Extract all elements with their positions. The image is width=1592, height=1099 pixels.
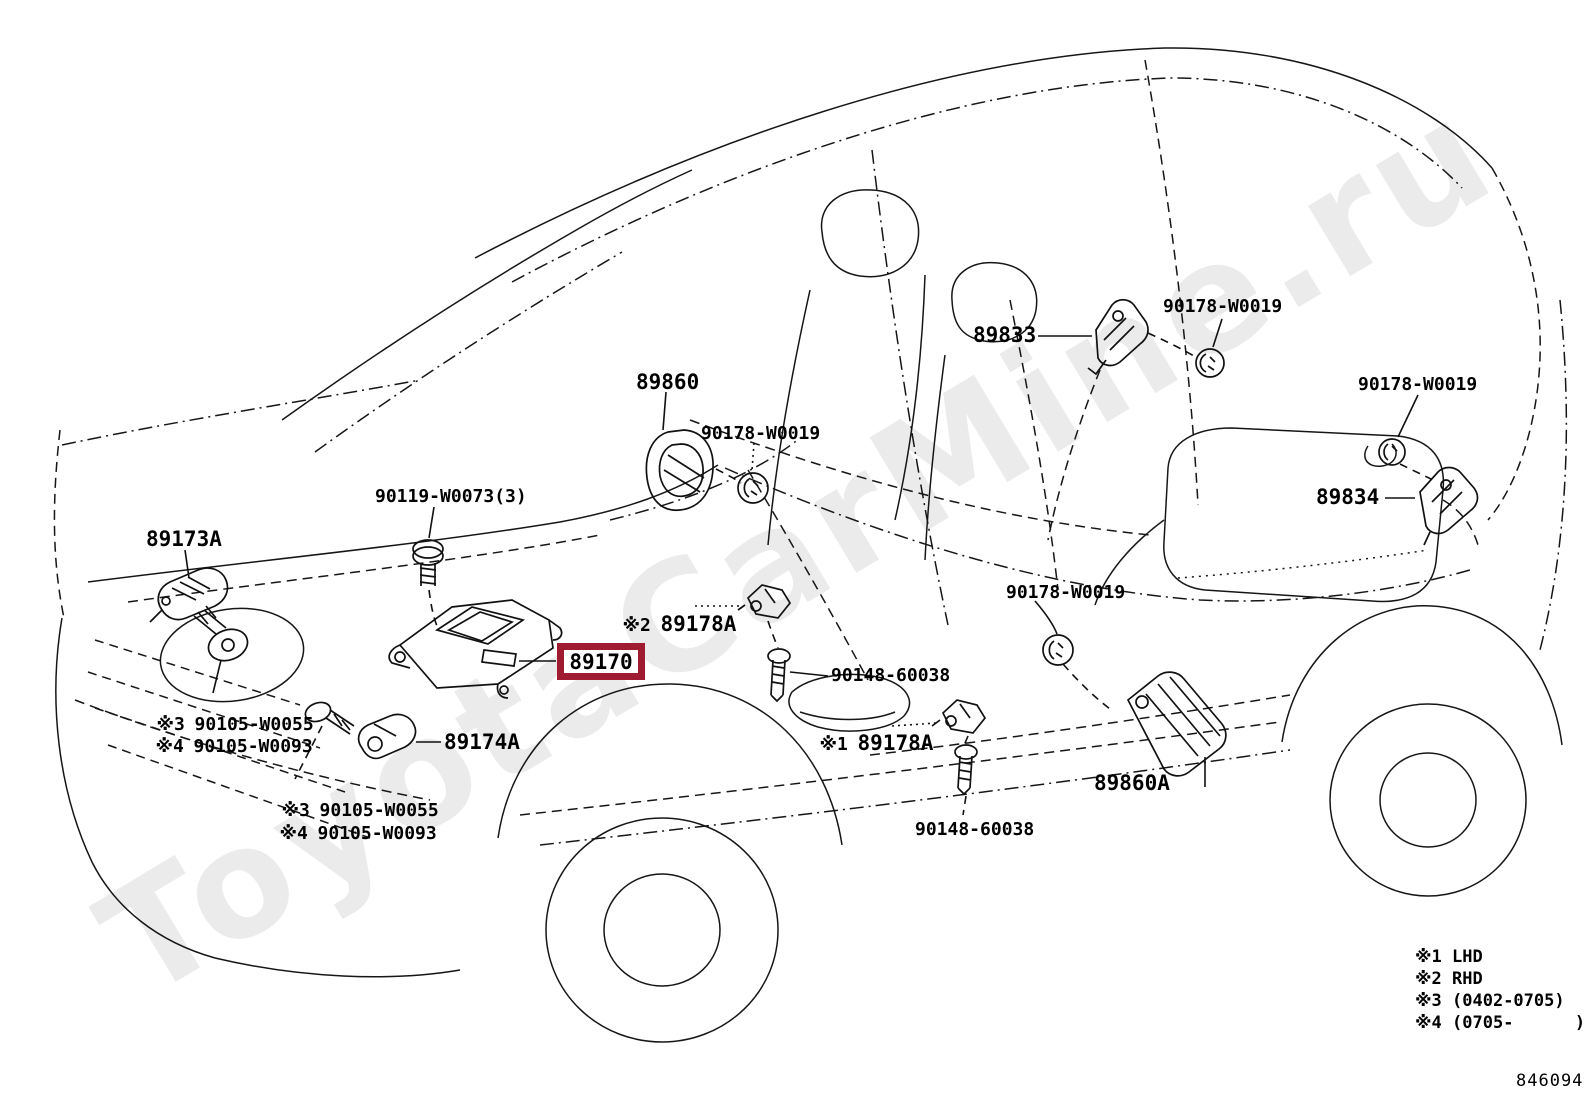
part-label-90105-w0093-left: ※4 90105-W0093 (155, 735, 313, 757)
part-label-90148-lower: 90148-60038 (915, 819, 1035, 840)
part-label-90105-w0055-center: ※3 90105-W0055 (281, 799, 439, 821)
part-label-90178-w0019-door: 90178-W0019 (1006, 582, 1126, 603)
part-label-89178A-lhd: ※1 89178A (819, 730, 934, 755)
sensor-89833-icon (1087, 298, 1149, 376)
bolt-icon (304, 701, 355, 735)
part-label-90105-w0055-left: ※3 90105-W0055 (156, 713, 314, 735)
watermark: ToyotaCarMine.ru (73, 65, 1523, 1032)
legend-row-rhd: ※2 RHD (1415, 969, 1483, 989)
variant-mark: ※2 (622, 614, 651, 636)
part-label-89860A: 89860A (1094, 771, 1170, 795)
grommet-icon (1042, 634, 1074, 666)
legend-row-lhd: ※1 LHD (1415, 947, 1483, 967)
legend-row-range3: ※3 (0402-0705) (1415, 991, 1565, 1011)
grommet-icon (1378, 438, 1406, 466)
buckle-89860-icon (645, 429, 714, 511)
part-label-89173A: 89173A (146, 527, 222, 551)
legend-row-range4: ※4 (0705- ) (1415, 1013, 1586, 1033)
bolt-90119-icon (412, 539, 444, 586)
sensor-89174A-icon (357, 713, 417, 760)
vehicle-line-art (53, 47, 1568, 1043)
highlight-box-89170[interactable]: 89170 (557, 643, 645, 680)
part-label-89860: 89860 (636, 370, 700, 394)
part-label-89174A: 89174A (444, 730, 520, 754)
part-label-90178-w0019-center: 90178-W0019 (701, 423, 821, 444)
part-label-89834: 89834 (1316, 485, 1380, 509)
part-label-90105-w0093-center: ※4 90105-W0093 (279, 822, 437, 844)
part-label-90178-w0019-roof: 90178-W0019 (1163, 296, 1283, 317)
selected-part-number: 89170 (569, 649, 633, 674)
sensor-89173A-icon (149, 567, 229, 623)
sensor-89860A-icon (1126, 671, 1227, 777)
washer-bolt-icon (193, 605, 249, 662)
part-label-89833: 89833 (973, 323, 1037, 347)
part-label-90148-upper: 90148-60038 (831, 665, 951, 686)
screw-90148-upper-icon (767, 648, 791, 703)
part-label-90119-w0073: 90119-W0073(3) (375, 486, 527, 507)
sensor-89834-icon (1419, 466, 1479, 546)
ecu-89170-icon (388, 599, 563, 699)
screw-90148-lower-icon (954, 744, 978, 796)
grommet-icon (1195, 348, 1225, 378)
variant-legend: ※1 LHD ※2 RHD ※3 (0402-0705) ※4 (0705- ) (1415, 946, 1585, 1034)
part-label-90178-w0019-right: 90178-W0019 (1358, 374, 1478, 395)
part-label-89178A-rhd: ※2 89178A (622, 611, 737, 636)
sensor-89178A-rhd-icon (737, 584, 792, 619)
sensor-89178A-lhd-icon (931, 699, 987, 734)
grommet-icon (737, 472, 769, 504)
catalog-figure-number: 846094 (1516, 1071, 1584, 1091)
leader-lines (184, 318, 1432, 816)
